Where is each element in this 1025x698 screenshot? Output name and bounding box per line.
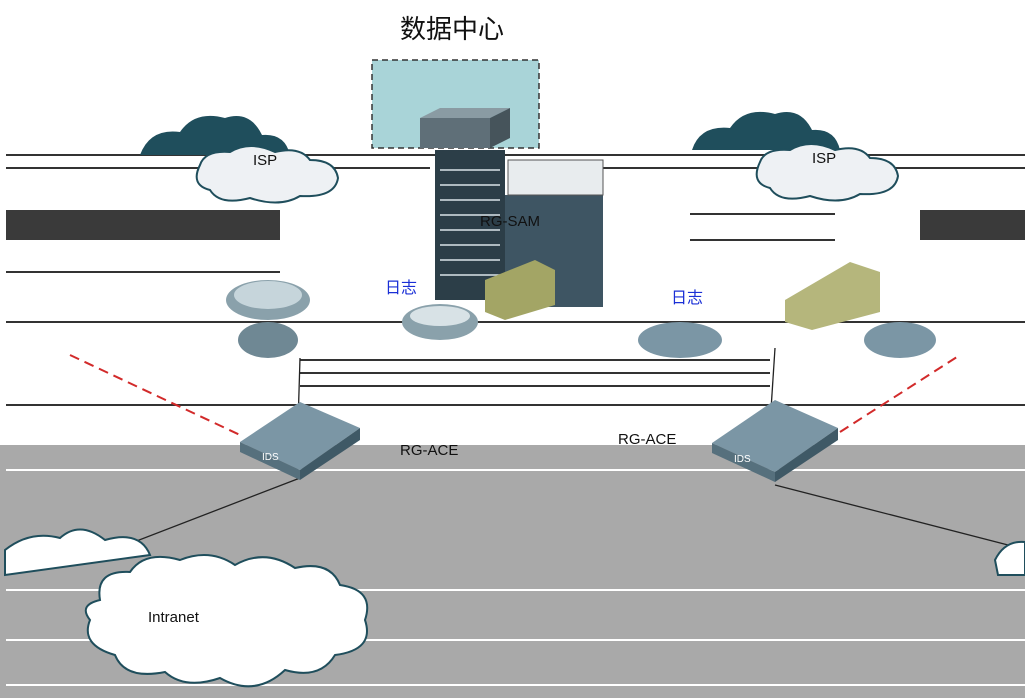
cloud-icon-isp-left <box>140 115 340 204</box>
cloud-icon-partial-right <box>993 540 1025 576</box>
ids-switch-icon-right: IDS <box>712 400 838 482</box>
rg-ace-left-label: RG-ACE <box>400 442 458 459</box>
dark-blocks <box>6 210 1025 240</box>
rg-ace-right-label: RG-ACE <box>618 431 676 448</box>
router-icon-right <box>864 322 936 358</box>
ids-switch-icon-left: IDS <box>240 402 360 480</box>
rg-sam-label: RG-SAM <box>480 213 540 230</box>
rg-sam-rack-icon <box>435 150 604 307</box>
firewall-icon <box>485 260 880 330</box>
svg-text:IDS: IDS <box>734 454 751 465</box>
router-icon-center-left <box>402 304 478 340</box>
server-icon <box>420 108 510 148</box>
cloud-icon-intranet <box>4 528 369 688</box>
page-title: 数据中心 <box>400 15 504 45</box>
isp-right-label: ISP <box>812 150 836 167</box>
router-icon-center-right <box>638 322 722 358</box>
cloud-icon-isp-right <box>692 111 900 202</box>
links <box>107 347 1009 553</box>
log-label-left: 日志 <box>385 278 417 297</box>
isp-left-label: ISP <box>253 152 277 169</box>
router-icon-left <box>226 280 310 358</box>
red-links <box>69 354 961 436</box>
log-label-right: 日志 <box>671 288 703 307</box>
svg-text:IDS: IDS <box>262 452 279 463</box>
intranet-label: Intranet <box>148 609 200 626</box>
